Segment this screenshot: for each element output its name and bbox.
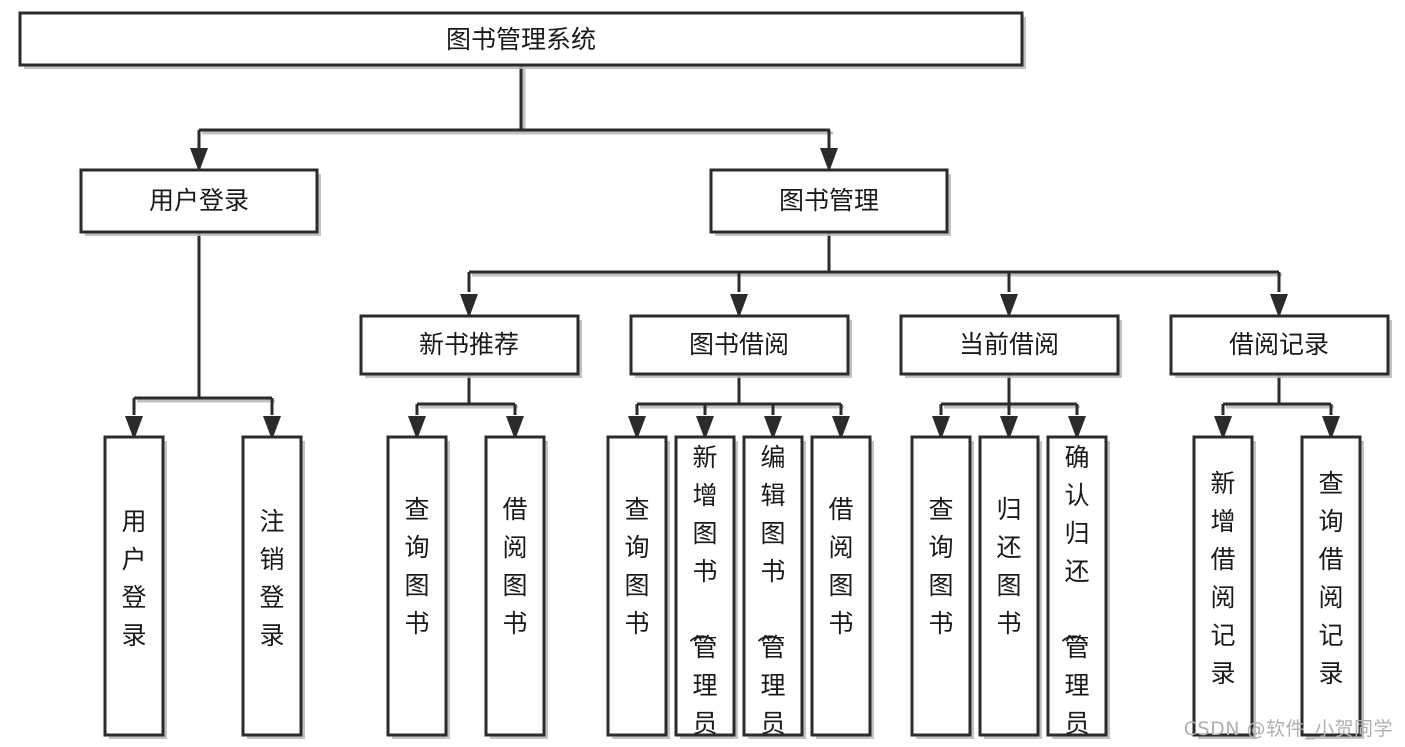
leaf-borrow-record-0[interactable]: 新增借阅记录 — [1192, 435, 1256, 739]
leaf-label: 查询图书 — [624, 495, 649, 638]
leaf-current-borrow-0[interactable]: 查询图书 — [910, 435, 974, 739]
node-new-book-rec[interactable]: 新书推荐 — [359, 314, 582, 378]
leaf-label: 查询图书 — [404, 495, 429, 638]
leaf-box — [1046, 435, 1108, 737]
leaf-label: 查询借阅记录 — [1318, 469, 1343, 688]
leaf-current-borrow-1[interactable]: 归还图书 — [978, 435, 1042, 739]
leaf-new-book-rec-1[interactable]: 借阅图书 — [484, 435, 548, 739]
leaf-user-login-0[interactable]: 用户登录 — [103, 435, 167, 739]
node-borrow-record[interactable]: 借阅记录 — [1169, 314, 1392, 378]
node-book-borrow[interactable]: 图书借阅 — [629, 314, 852, 378]
leaf-label: 注销登录 — [259, 507, 284, 650]
connector-layer — [125, 65, 1340, 440]
leaf-box — [484, 435, 546, 737]
node-book-borrow-label: 图书借阅 — [689, 330, 789, 359]
leaf-book-borrow-3[interactable]: 借阅图书 — [810, 435, 874, 739]
arrow-user-login — [190, 148, 208, 172]
node-current-borrow[interactable]: 当前借阅 — [899, 314, 1122, 378]
node-borrow-record-label: 借阅记录 — [1229, 330, 1329, 359]
node-root[interactable]: 图书管理系统 — [18, 11, 1026, 69]
leaf-label: 新增图书（管理员） — [686, 443, 717, 747]
leaf-box — [674, 435, 736, 737]
node-root-box — [18, 11, 1024, 67]
leaf-box — [978, 435, 1040, 737]
leaf-box — [910, 435, 972, 737]
leaf-label: 借阅图书 — [828, 495, 853, 638]
leaf-label: 归还图书 — [996, 495, 1021, 638]
arrow-book-borrow — [730, 294, 748, 318]
node-borrow-record-box — [1169, 314, 1390, 376]
arrow-new-book-rec — [460, 294, 478, 318]
node-user-login-label: 用户登录 — [149, 186, 249, 215]
node-current-borrow-label: 当前借阅 — [959, 330, 1059, 359]
leaf-box — [386, 435, 448, 737]
leaf-new-book-rec-0[interactable]: 查询图书 — [386, 435, 450, 739]
leaf-label: 查询图书 — [928, 495, 953, 638]
node-new-book-rec-box — [359, 314, 580, 376]
leaf-current-borrow-2[interactable]: 确认归还（管理员） — [1046, 435, 1110, 747]
leaf-box — [1192, 435, 1254, 737]
leaf-book-borrow-1[interactable]: 新增图书（管理员） — [674, 435, 738, 747]
node-book-manage[interactable]: 图书管理 — [709, 168, 951, 236]
leaf-label: 借阅图书 — [502, 495, 527, 638]
csdn-watermark: CSDN @软件_小贺同学 — [1183, 718, 1393, 740]
arrow-book-manage — [820, 148, 838, 172]
leaf-box — [606, 435, 668, 737]
node-new-book-rec-label: 新书推荐 — [419, 330, 519, 359]
arrow-borrow-record — [1270, 294, 1288, 318]
leaf-book-borrow-0[interactable]: 查询图书 — [606, 435, 670, 739]
leaf-label: 确认归还（管理员） — [1058, 443, 1089, 747]
leaf-label: 编辑图书（管理员） — [754, 443, 785, 747]
node-book-manage-label: 图书管理 — [779, 186, 879, 215]
leaf-borrow-record-1[interactable]: 查询借阅记录 — [1300, 435, 1364, 739]
leaf-box — [103, 435, 165, 737]
leaf-label: 新增借阅记录 — [1210, 469, 1235, 688]
leaf-label: 用户登录 — [121, 507, 146, 650]
node-user-login-box — [79, 168, 319, 234]
node-book-borrow-box — [629, 314, 850, 376]
node-root-label: 图书管理系统 — [446, 25, 596, 54]
leaf-box — [1300, 435, 1362, 737]
leaf-box — [810, 435, 872, 737]
node-book-manage-box — [709, 168, 949, 234]
leaf-box — [742, 435, 804, 737]
leaf-book-borrow-2[interactable]: 编辑图书（管理员） — [742, 435, 806, 747]
arrow-current-borrow — [1000, 294, 1018, 318]
node-user-login[interactable]: 用户登录 — [79, 168, 321, 236]
node-current-borrow-box — [899, 314, 1120, 376]
leaf-box — [241, 435, 303, 737]
leaf-user-login-1[interactable]: 注销登录 — [241, 435, 305, 739]
